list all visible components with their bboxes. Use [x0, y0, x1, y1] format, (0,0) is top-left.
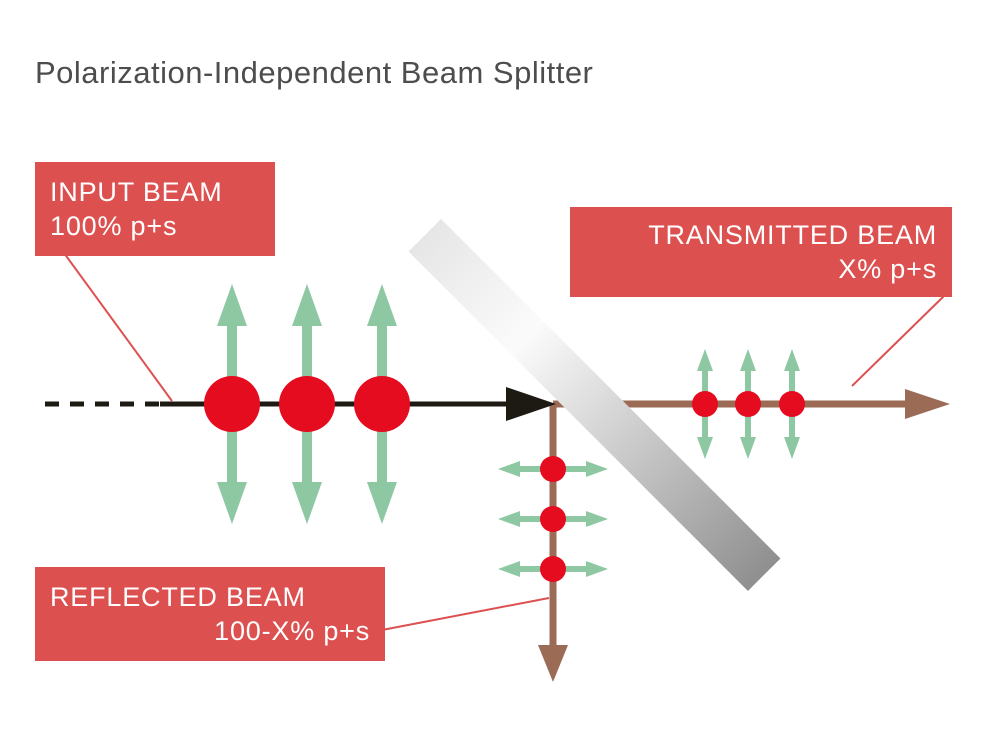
- leader-line-input: [63, 252, 173, 402]
- reflected-beam-arrowhead-icon: [538, 645, 568, 682]
- reflected-beam-label: REFLECTED BEAM 100-X% p+s: [35, 567, 385, 661]
- transmitted-beam-label-line1: TRANSMITTED BEAM: [648, 220, 937, 250]
- leader-line-transmitted: [851, 295, 945, 387]
- reflected-beam-label-line1: REFLECTED BEAM: [50, 582, 306, 612]
- s-polarization-dot-small: [540, 556, 566, 582]
- s-polarization-dot-small: [735, 391, 761, 417]
- transmitted-beam-arrowhead-icon: [905, 389, 950, 419]
- s-polarization-dot-small: [540, 456, 566, 482]
- input-beam-label-line1: INPUT BEAM: [50, 177, 223, 207]
- s-polarization-dot-small: [540, 506, 566, 532]
- s-polarization-dot: [204, 376, 260, 432]
- leader-line-reflected: [381, 597, 550, 631]
- s-polarization-dot: [279, 376, 335, 432]
- input-beam-label: INPUT BEAM 100% p+s: [35, 162, 275, 256]
- input-beam-arrowhead-icon: [506, 387, 556, 421]
- s-polarization-dot: [354, 376, 410, 432]
- page-title: Polarization-Independent Beam Splitter: [35, 55, 594, 90]
- transmitted-beam-label: TRANSMITTED BEAM X% p+s: [570, 207, 952, 297]
- beam-splitter-plate: [408, 219, 781, 591]
- input-beam-label-line2: 100% p+s: [50, 211, 178, 241]
- s-polarization-dot-small: [692, 391, 718, 417]
- reflected-beam-label-line2: 100-X% p+s: [214, 616, 370, 646]
- s-polarization-dot-small: [779, 391, 805, 417]
- transmitted-beam-label-line2: X% p+s: [838, 254, 937, 284]
